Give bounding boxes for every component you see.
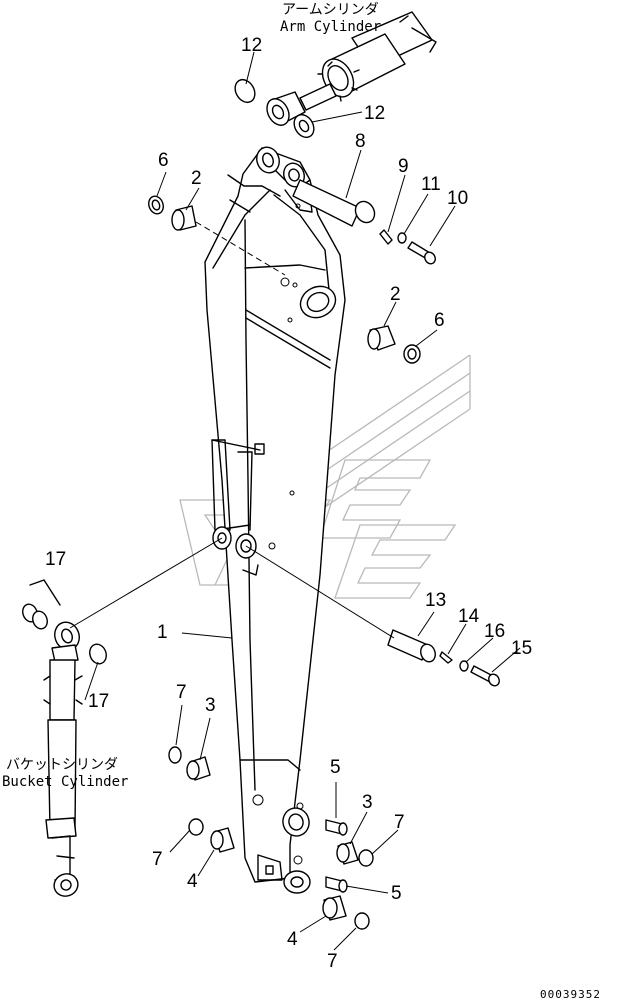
part-label: 7 [176,682,187,703]
part-10 [407,241,436,265]
arm-cylinder [266,11,437,126]
part-label: 2 [191,168,202,189]
part-label: 12 [364,103,385,124]
part-3-a [186,756,211,781]
leader-17-bracket [29,579,61,606]
part-5-lower [325,876,348,893]
part-pin-13 [387,629,436,663]
part-label: 16 [484,621,505,642]
bucket-cylinder [43,621,83,897]
part-7-d [354,912,370,930]
part-label: 4 [187,871,198,892]
part-4-a [210,827,235,853]
part-3-b [336,841,359,865]
part-pin-8 [292,179,376,227]
part-6-mid [403,344,421,364]
washers-17 [22,603,107,665]
part-5-upper [325,819,348,836]
part-4-b [322,895,347,921]
part-2-top [171,205,197,231]
part-11 [397,232,407,244]
part-label: 13 [425,590,446,611]
part-14 [439,651,453,664]
part-label: 10 [447,188,468,209]
part-label: 3 [205,695,216,716]
part-label: 8 [355,131,366,152]
part-label: 6 [158,150,169,171]
part-label: 5 [330,757,341,778]
part-label: 6 [434,310,445,331]
part-label: 1 [157,622,168,643]
part-label: 5 [391,883,402,904]
arm-cylinder-caption-en: Arm Cylinder [280,19,381,35]
part-label: 17 [45,549,66,570]
part-16 [459,660,469,672]
bucket-cylinder-caption-en: Bucket Cylinder [2,774,128,790]
arm-cylinder-caption-jp: アームシリンダ [282,2,379,18]
part-label: 11 [421,174,441,195]
part-2-mid [367,325,396,351]
washer-12-right [293,113,315,139]
part-6-top [148,195,164,215]
part-label: 15 [511,638,532,659]
arm-body [204,146,346,894]
part-label: 9 [398,156,409,177]
part-label: 7 [394,812,405,833]
part-9 [379,229,393,245]
part-label: 17 [88,691,109,712]
part-label: 12 [241,35,262,56]
part-7-c [358,849,374,867]
part-label: 7 [327,951,338,972]
figure-code: 00039352 [540,988,601,1001]
part-label: 2 [390,284,401,305]
washer-12-top [234,78,256,104]
part-label: 3 [362,792,373,813]
part-7-b [188,818,204,836]
bucket-cylinder-caption-jp: バケットシリンダ [6,757,118,773]
leader-lines [69,51,521,951]
part-15 [470,665,500,687]
part-label: 14 [458,606,480,627]
part-7-a [168,746,182,764]
pin-axis [195,221,286,276]
part-label: 4 [287,929,298,950]
part-label: 7 [152,849,163,870]
